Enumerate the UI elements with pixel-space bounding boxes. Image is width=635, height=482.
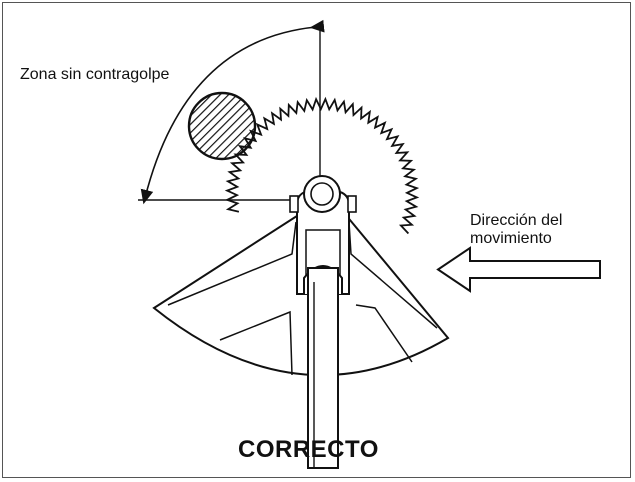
- guard-rib-right: [355, 304, 413, 363]
- housing-inner-detail: [305, 229, 341, 294]
- housing-side-tab-left: [289, 195, 299, 213]
- no-kickback-zone-label: Zona sin contragolpe: [20, 66, 170, 83]
- correct-title: CORRECTO: [238, 436, 379, 463]
- zone-arc-arrow: [140, 19, 325, 205]
- direction-arrow: [436, 246, 601, 293]
- hatched-obstacle-circle: [187, 91, 257, 161]
- movement-direction-label: Dirección del movimiento: [470, 212, 562, 249]
- movement-direction-line2: movimiento: [470, 230, 552, 248]
- guard-rib-left: [219, 310, 293, 376]
- drive-shaft: [307, 267, 339, 469]
- housing-side-tab-right: [347, 195, 357, 213]
- blade-hub-inner: [310, 182, 334, 206]
- guard-inner-line-left: [167, 221, 297, 306]
- movement-direction-line1: Dirección del: [470, 212, 563, 229]
